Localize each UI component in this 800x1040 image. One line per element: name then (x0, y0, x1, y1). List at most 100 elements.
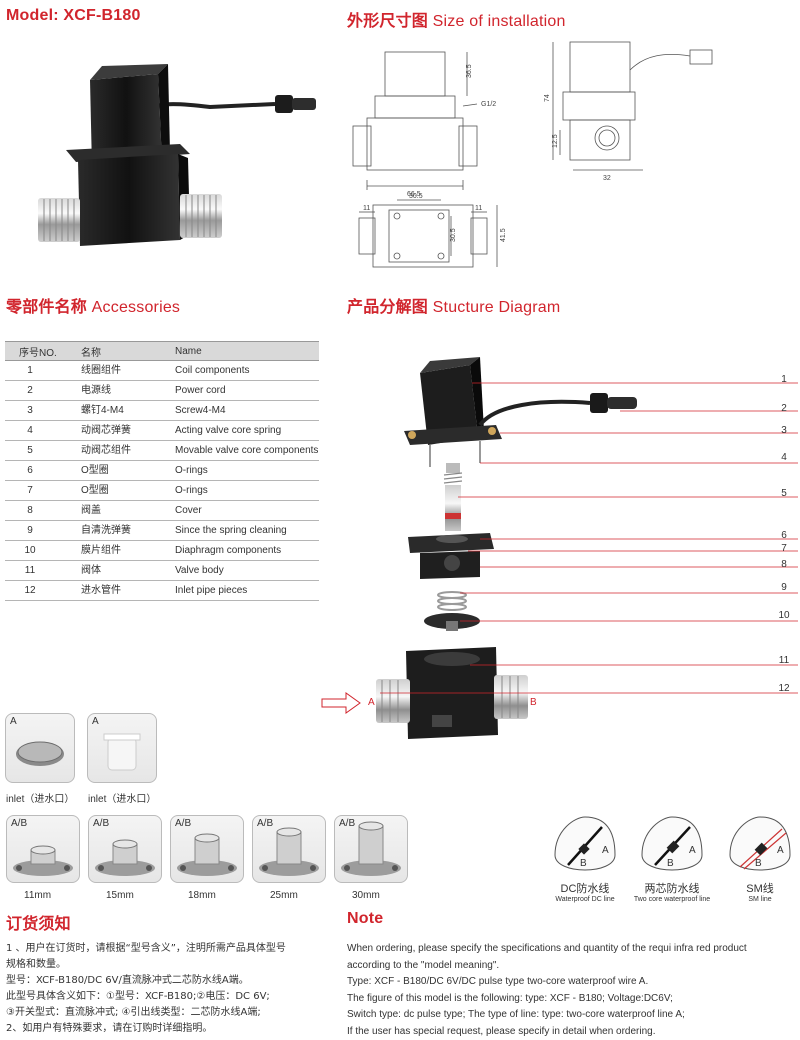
row-no: 12 (5, 580, 73, 601)
wire-name-cn: 两芯防水线 (644, 883, 700, 895)
dim-top-h: 30.5 (450, 228, 457, 242)
dim-height-top: 36.5 (466, 64, 473, 78)
dim-right-11: 11 (475, 205, 482, 212)
wire-end-a: A (602, 845, 609, 856)
callout-number: 11 (778, 655, 790, 666)
wire-name-en: Two core waterproof line (633, 896, 711, 903)
model-title: Model: XCF-B180 (6, 7, 141, 24)
row-no: 8 (5, 500, 73, 521)
wire-name-cn: DC防水线 (560, 883, 610, 895)
note-title: Note (347, 910, 384, 927)
fitting-tag: A/B (339, 818, 356, 829)
note-line: When ordering, please specify the specif… (347, 943, 747, 954)
dim-left-11: 11 (363, 205, 370, 212)
fitting-size: 30mm (352, 890, 380, 901)
dimension-drawings: 36.5 G1/2 66.5 74 12.5 32 30.5 30.5 11 1… (352, 41, 713, 268)
row-no: 7 (5, 480, 73, 501)
fitting-size: 18mm (188, 890, 216, 901)
row-en: Coil components (167, 360, 319, 381)
dim-width-side: 32 (603, 175, 611, 182)
row-no: 2 (5, 380, 73, 401)
row-en: Screw4-M4 (167, 400, 319, 421)
callout-number: 2 (781, 403, 787, 414)
fitting-photo: A/B (88, 815, 162, 883)
valve-product-photo (38, 64, 316, 246)
row-cn: O型圈 (73, 460, 167, 481)
dim-thread: G1/2 (481, 101, 496, 108)
row-no: 1 (5, 360, 73, 381)
structure-diagram (321, 357, 798, 739)
accessories-title: 零部件名称 Accessories (6, 293, 180, 317)
structure-title-cn: 产品分解图 (347, 299, 429, 316)
callout-number: 10 (778, 610, 790, 621)
row-cn: 动阀芯组件 (73, 440, 167, 461)
fitting-tag: A/B (257, 818, 274, 829)
inlet-caption: inlet（进水口） (88, 794, 157, 805)
row-cn: 自清洗弹簧 (73, 520, 167, 541)
row-en: Movable valve core components (167, 440, 319, 461)
dim-top-w: 30.5 (409, 193, 423, 200)
row-no: 3 (5, 400, 73, 421)
wire-name-cn: SM线 (746, 883, 774, 895)
row-cn: 螺钉4-M4 (73, 400, 167, 421)
ordering-line: 2、如用户有特殊要求，请在订购时详细指明。 (6, 1023, 213, 1034)
row-no: 4 (5, 420, 73, 441)
structure-title-en: Stucture Diagram (432, 299, 561, 316)
wire-name-en: Waterproof DC line (555, 896, 615, 903)
install-title-en: Size of installation (432, 13, 566, 30)
row-en: Cover (167, 500, 319, 521)
callout-number: 8 (781, 559, 787, 570)
flow-label-a: A (368, 697, 375, 708)
wire-end-b: B (667, 858, 674, 869)
dim-depth: 41.5 (500, 228, 507, 242)
fitting-photo: A/B (334, 815, 408, 883)
callout-number: 1 (781, 374, 787, 385)
fitting-tag: A/B (175, 818, 192, 829)
table-header-row: 序号NO. 名称 Name (5, 341, 319, 361)
inlet-filter-metal: A (5, 713, 75, 783)
inlet-tag: A (92, 716, 99, 727)
ordering-line: ③开关型式：直流脉冲式; ④引出线类型：二芯防水线A端; (6, 1007, 261, 1018)
row-cn: 进水管件 (73, 580, 167, 601)
ordering-line: 型号：XCF-B180/DC 6V/直流脉冲式二芯防水线A端。 (6, 975, 249, 986)
row-no: 10 (5, 540, 73, 561)
ordering-line: 1 、用户在订货时，请根据“型号含义”，注明所需产品具体型号 (6, 943, 286, 954)
row-en: Acting valve core spring (167, 420, 319, 441)
row-en: O-rings (167, 480, 319, 501)
row-no: 11 (5, 560, 73, 581)
row-cn: 电源线 (73, 380, 167, 401)
note-line: The figure of this model is the followin… (347, 992, 673, 1004)
wire-types-graphic (554, 816, 791, 871)
col-en: Name (167, 341, 319, 361)
fitting-photo: A/B (6, 815, 80, 883)
fitting-size: 25mm (270, 890, 298, 901)
ordering-line: 规格和数量。 (6, 959, 66, 970)
ordering-title-cn: 订货须知 (6, 916, 71, 933)
inlet-tag: A (10, 716, 17, 727)
callout-number: 9 (781, 582, 787, 593)
callout-number: 7 (781, 543, 787, 554)
note-line: If the user has special request, please … (347, 1025, 656, 1037)
row-en: Since the spring cleaning (167, 520, 319, 541)
fitting-tag: A/B (11, 818, 28, 829)
install-title-cn: 外形尺寸图 (347, 13, 429, 30)
row-cn: 动阀芯弹簧 (73, 420, 167, 441)
row-cn: 阀盖 (73, 500, 167, 521)
dim-side-small: 12.5 (552, 134, 559, 148)
col-cn: 名称 (73, 341, 167, 361)
row-cn: O型圈 (73, 480, 167, 501)
structure-title: 产品分解图 Stucture Diagram (347, 293, 560, 317)
row-en: Inlet pipe pieces (167, 580, 319, 601)
row-no: 9 (5, 520, 73, 541)
dim-width-front: 66.5 (407, 191, 421, 198)
flow-label-b: B (530, 697, 537, 708)
